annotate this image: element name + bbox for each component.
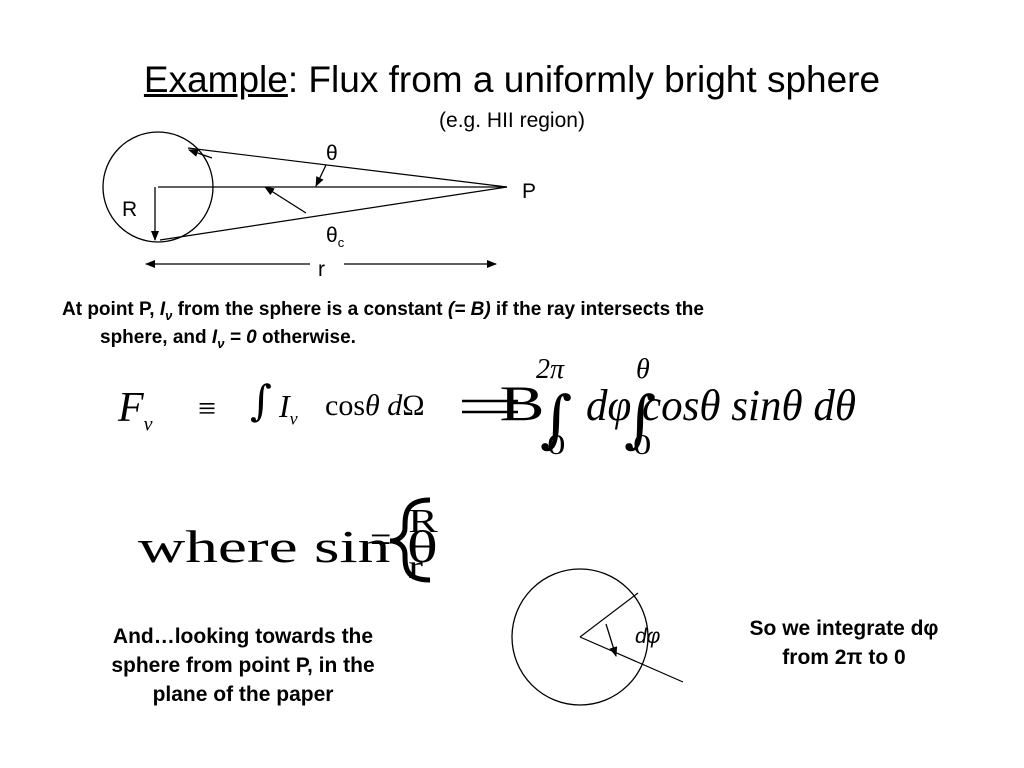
- bottom-right-note: So we integrate dφ from 2π to 0: [704, 614, 984, 672]
- theta-label: θ: [326, 142, 338, 165]
- theta-c-label: θc: [326, 224, 344, 255]
- cos-theta-term: cosθ dΩ: [325, 386, 425, 426]
- upper-tangent-line: [187, 147, 508, 188]
- theta-arrow: [315, 164, 327, 187]
- p1-b-value: (= B): [447, 299, 491, 320]
- where-equals: =: [370, 519, 391, 561]
- eq-upper-limit-2: θ: [636, 354, 650, 385]
- p2-text-a: sphere, and: [100, 327, 212, 348]
- lower-tangent-line: [159, 186, 508, 241]
- eq-integrand: dφ cosθ sinθ dθ: [586, 381, 856, 430]
- point-p-label: P: [522, 180, 537, 203]
- bottom-right-line-1: So we integrate dφ: [749, 617, 939, 640]
- bottom-left-line-2: sphere from point P, in the: [111, 654, 375, 677]
- eq-omega: Ω: [402, 389, 425, 422]
- p2-i: I: [211, 327, 218, 348]
- theta-c-main: θ: [326, 224, 338, 247]
- p2-zero: = 0: [224, 327, 257, 348]
- where-text: where sin θ: [138, 521, 438, 572]
- eq-cos: cos: [325, 389, 365, 422]
- p2-text-d: otherwise.: [256, 327, 356, 348]
- radius-label: R: [122, 198, 138, 221]
- paragraph-line-1: At point P, Iν from the sphere is a cons…: [62, 297, 704, 329]
- integral-sign: ∫: [250, 376, 272, 425]
- slide-title: Example: Flux from a uniformly bright sp…: [0, 58, 1024, 102]
- sphere-geometry-diagram: [102, 131, 508, 268]
- title-example: Example: [143, 59, 288, 100]
- where-brace-left: [389, 497, 431, 583]
- eq-upper-limit-1: 2π: [536, 354, 565, 385]
- theta-c-sub: c: [337, 235, 345, 251]
- distance-r-label: r: [318, 258, 325, 281]
- p1-i: I: [159, 299, 166, 320]
- eq-lower-limit-2: 0: [633, 430, 651, 461]
- tangent-point-arrow: [188, 149, 213, 159]
- p2-nu: ν: [217, 335, 225, 351]
- theta-c-arrow: [264, 186, 307, 214]
- azimuth-circle: [511, 568, 649, 706]
- dphi-label: dφ: [635, 625, 661, 648]
- eq-F: F: [118, 385, 144, 431]
- flux-symbol: Fν: [118, 384, 153, 448]
- bottom-right-line-2: from 2π to 0: [782, 646, 906, 669]
- paragraph-line-2: sphere, and Iν = 0 otherwise.: [100, 325, 356, 357]
- eq-B: B: [499, 375, 544, 431]
- azimuth-radius-lower: [579, 636, 684, 683]
- title-rest: : Flux from a uniformly bright sphere: [287, 59, 881, 100]
- eq-F-nu: ν: [143, 413, 153, 436]
- eq-integral-1: ∫: [540, 382, 572, 455]
- bottom-left-note: And…looking towards the sphere from poin…: [68, 622, 418, 709]
- p1-nu: ν: [165, 307, 173, 323]
- eq-theta: θ: [365, 389, 380, 422]
- eq-lower-limit-1: 0: [547, 430, 565, 461]
- intensity-term: Iν: [279, 386, 298, 438]
- eq-I-nu: ν: [289, 408, 298, 429]
- p1-text-d: if the ray intersects the: [490, 299, 704, 320]
- bottom-left-line-3: plane of the paper: [152, 683, 334, 706]
- azimuth-radius-upper: [579, 592, 639, 638]
- bottom-left-line-1: And…looking towards the: [112, 625, 374, 648]
- dphi-arrow: [605, 623, 618, 657]
- where-numerator: R: [408, 502, 438, 540]
- p1-text-b: from the sphere is a constant: [172, 299, 448, 320]
- eq-I: I: [279, 388, 290, 424]
- eq-d: d: [387, 389, 403, 422]
- slide-subtitle: (e.g. HII region): [439, 109, 585, 132]
- equiv-symbol: ≡: [198, 390, 217, 426]
- eq-integral-2: ∫: [624, 382, 656, 455]
- p1-text-a: At point P,: [62, 299, 160, 320]
